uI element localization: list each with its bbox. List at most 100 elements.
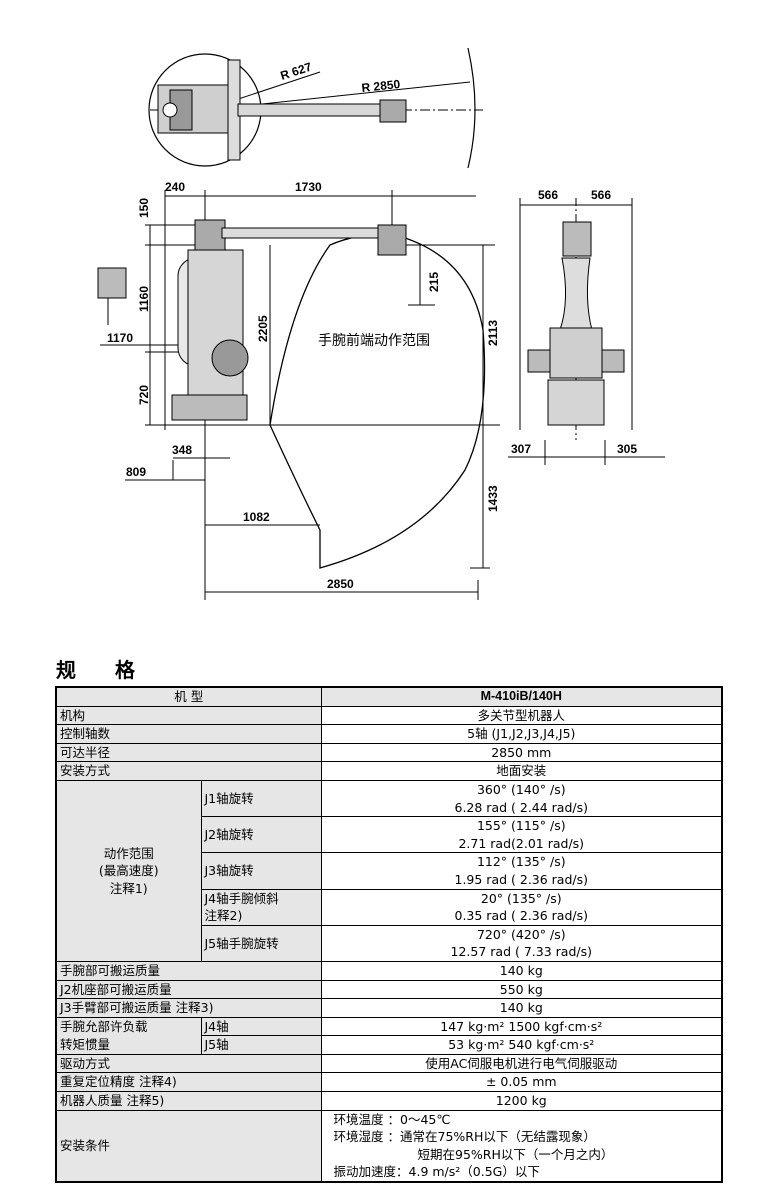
j2-payload-value: 550 kg (320, 979, 723, 1000)
reach-value: 2850 mm (320, 742, 723, 763)
radius-large-label: R 2850 (361, 77, 401, 95)
j1-rad: 6.28 rad ( 2.44 rad/s) (454, 799, 589, 815)
spec-table: 机 型 M-410iB/140H 机构 多关节型机器人 控制轴数 5轴 (J1,… (55, 686, 724, 1184)
spec-header-row: 机 型 M-410iB/140H (55, 686, 723, 707)
dim-348: 348 (172, 443, 192, 457)
j4-row: J4轴手腕倾斜 注释2) 20° (135° /s) 0.35 rad ( 2.… (56, 888, 723, 926)
j4-axis-label: J4轴 (200, 1016, 322, 1037)
j3-label: J3轴旋转 (200, 852, 322, 890)
j5-deg: 720° (420° /s) (476, 926, 566, 942)
j4-rad: 0.35 rad ( 2.36 rad/s) (454, 908, 589, 924)
motion-range-line-2: (最高速度) (98, 863, 159, 879)
robot-dimension-drawing: R 627 R 2850 (97, 47, 665, 600)
dim-809: 809 (126, 465, 146, 479)
j2-payload-row: J2机座部可搬运质量 550 kg (55, 979, 723, 1000)
motion-range-label: 动作范围 (最高速度) 注释1) (55, 779, 202, 962)
j4-value: 20° (135° /s) 0.35 rad ( 2.36 rad/s) (320, 888, 723, 926)
front-view-dimensions: 566 566 307 305 (511, 188, 637, 456)
j4-label-line-1: J4轴手腕倾斜 (204, 890, 279, 906)
drive-label: 驱动方式 (55, 1053, 322, 1074)
j4-label-line-2: 注释2) (204, 908, 243, 924)
j2-label: J2轴旋转 (200, 816, 322, 854)
dim-720: 720 (137, 385, 151, 405)
install-conditions: 环境温度 ：0～45℃ 环境湿度 ：通常在75%RH以下（无结露现象） 短期在9… (320, 1109, 723, 1183)
work-area-label: 手腕前端动作范围 (318, 332, 430, 349)
top-view (148, 47, 483, 169)
j3-row: J3轴旋转 112° (135° /s) 1.95 rad ( 2.36 rad… (56, 852, 723, 890)
cond-humidity: 环境湿度 ：通常在75%RH以下（无结露现象） (333, 1129, 596, 1145)
reach-label: 可达半径 (55, 742, 322, 763)
mount-row: 安装方式 地面安装 (55, 761, 723, 781)
j4-label: J4轴手腕倾斜 注释2) (200, 888, 322, 926)
mount-value: 地面安装 (320, 761, 723, 781)
j2-row: J2轴旋转 155° (115° /s) 2.71 rad(2.01 rad/s… (56, 816, 723, 854)
j3-payload-value: 140 kg (320, 998, 723, 1018)
dim-2205: 2205 (256, 315, 270, 342)
dim-150: 150 (137, 198, 151, 218)
j1-value: 360° (140° /s) 6.28 rad ( 2.44 rad/s) (320, 779, 723, 818)
side-view-dimensions: 240 1730 150 1160 1170 720 2205 215 2113… (107, 180, 500, 591)
install-row: 安装条件 环境温度 ：0～45℃ 环境湿度 ：通常在75%RH以下（无结露现象）… (55, 1109, 723, 1183)
model-header-label: 机 型 (55, 686, 322, 707)
mass-row: 机器人质量 注释5) 1200 kg (55, 1091, 723, 1111)
dim-2113: 2113 (486, 320, 500, 346)
dim-1170: 1170 (107, 331, 133, 345)
repeat-row: 重复定位精度 注释4) ± 0.05 mm (55, 1072, 723, 1093)
mechanism-label: 机构 (55, 705, 322, 726)
dim-1433: 1433 (486, 485, 500, 512)
dim-2850: 2850 (327, 577, 354, 591)
j5-row: J5轴手腕旋转 720° (420° /s) 12.57 rad ( 7.33 … (56, 924, 723, 962)
motion-range-line-3: 注释1) (109, 880, 148, 896)
j1-deg: 360° (140° /s) (476, 781, 566, 797)
install-label: 安装条件 (55, 1109, 322, 1183)
wrist-payload-row: 手腕部可搬运质量 140 kg (55, 960, 723, 981)
reach-row: 可达半径 2850 mm (55, 742, 723, 763)
dim-566-left: 566 (538, 188, 558, 202)
dim-305: 305 (617, 442, 637, 456)
j5-axis-label: J5轴 (200, 1035, 322, 1055)
j5-rad: 12.57 rad ( 7.33 rad/s) (450, 944, 592, 960)
dim-1730: 1730 (295, 180, 322, 194)
j1-row: 动作范围 (最高速度) 注释1) J1轴旋转 360° (140° /s) 6.… (55, 779, 723, 962)
side-view (97, 190, 500, 600)
axes-row: 控制轴数 5轴 (J1,J2,J3,J4,J5) (55, 724, 723, 744)
dim-566-right: 566 (591, 188, 611, 202)
j3-value: 112° (135° /s) 1.95 rad ( 2.36 rad/s) (320, 852, 723, 890)
cond-humidity-short: 短期在95%RH以下（一个月之内） (417, 1146, 614, 1162)
model-header-value: M-410iB/140H (320, 686, 723, 707)
mount-label: 安装方式 (55, 761, 322, 781)
j2-deg: 155° (115° /s) (476, 818, 566, 834)
front-view (508, 198, 665, 465)
repeat-label: 重复定位精度 注释4) (55, 1072, 322, 1093)
repeat-value: ± 0.05 mm (320, 1072, 723, 1093)
j1-label: J1轴旋转 (200, 779, 322, 818)
j4-inertia-row: 手腕允部许负载 转矩惯量 J4轴 147 kg·m² 1500 kgf·cm·s… (55, 1016, 723, 1055)
inertia-label: 手腕允部许负载 转矩惯量 (55, 1016, 202, 1055)
dim-240: 240 (165, 180, 185, 194)
dim-215: 215 (427, 272, 441, 292)
drive-value: 使用AC伺服电机进行电气伺服驱动 (320, 1053, 723, 1074)
j5-value: 720° (420° /s) 12.57 rad ( 7.33 rad/s) (320, 924, 723, 962)
dim-1160: 1160 (137, 286, 151, 312)
mechanism-row: 机构 多关节型机器人 (55, 705, 723, 726)
j3-deg: 112° (135° /s) (476, 854, 566, 870)
dim-1082: 1082 (243, 510, 270, 524)
j4-deg: 20° (135° /s) (480, 890, 562, 906)
j2-rad: 2.71 rad(2.01 rad/s) (458, 835, 585, 851)
j3-payload-row: J3手臂部可搬运质量 注释3) 140 kg (55, 998, 723, 1018)
wrist-payload-value: 140 kg (320, 960, 723, 981)
inertia-label-line-1: 手腕允部许负载 (60, 1019, 148, 1035)
wrist-payload-label: 手腕部可搬运质量 (55, 960, 322, 981)
dim-307: 307 (511, 442, 531, 456)
j5-label: J5轴手腕旋转 (200, 924, 322, 962)
axes-value: 5轴 (J1,J2,J3,J4,J5) (320, 724, 723, 744)
mechanism-value: 多关节型机器人 (320, 705, 723, 726)
j3-rad: 1.95 rad ( 2.36 rad/s) (454, 871, 589, 887)
cond-vibration: 振动加速度：4.9 m/s²（0.5G）以下 (333, 1164, 540, 1180)
motion-range-line-1: 动作范围 (103, 845, 154, 861)
j2-value: 155° (115° /s) 2.71 rad(2.01 rad/s) (320, 816, 723, 854)
drive-row: 驱动方式 使用AC伺服电机进行电气伺服驱动 (55, 1053, 723, 1074)
cond-temperature: 环境温度 ：0～45℃ (333, 1111, 451, 1127)
mass-value: 1200 kg (320, 1091, 723, 1111)
j2-payload-label: J2机座部可搬运质量 (55, 979, 322, 1000)
